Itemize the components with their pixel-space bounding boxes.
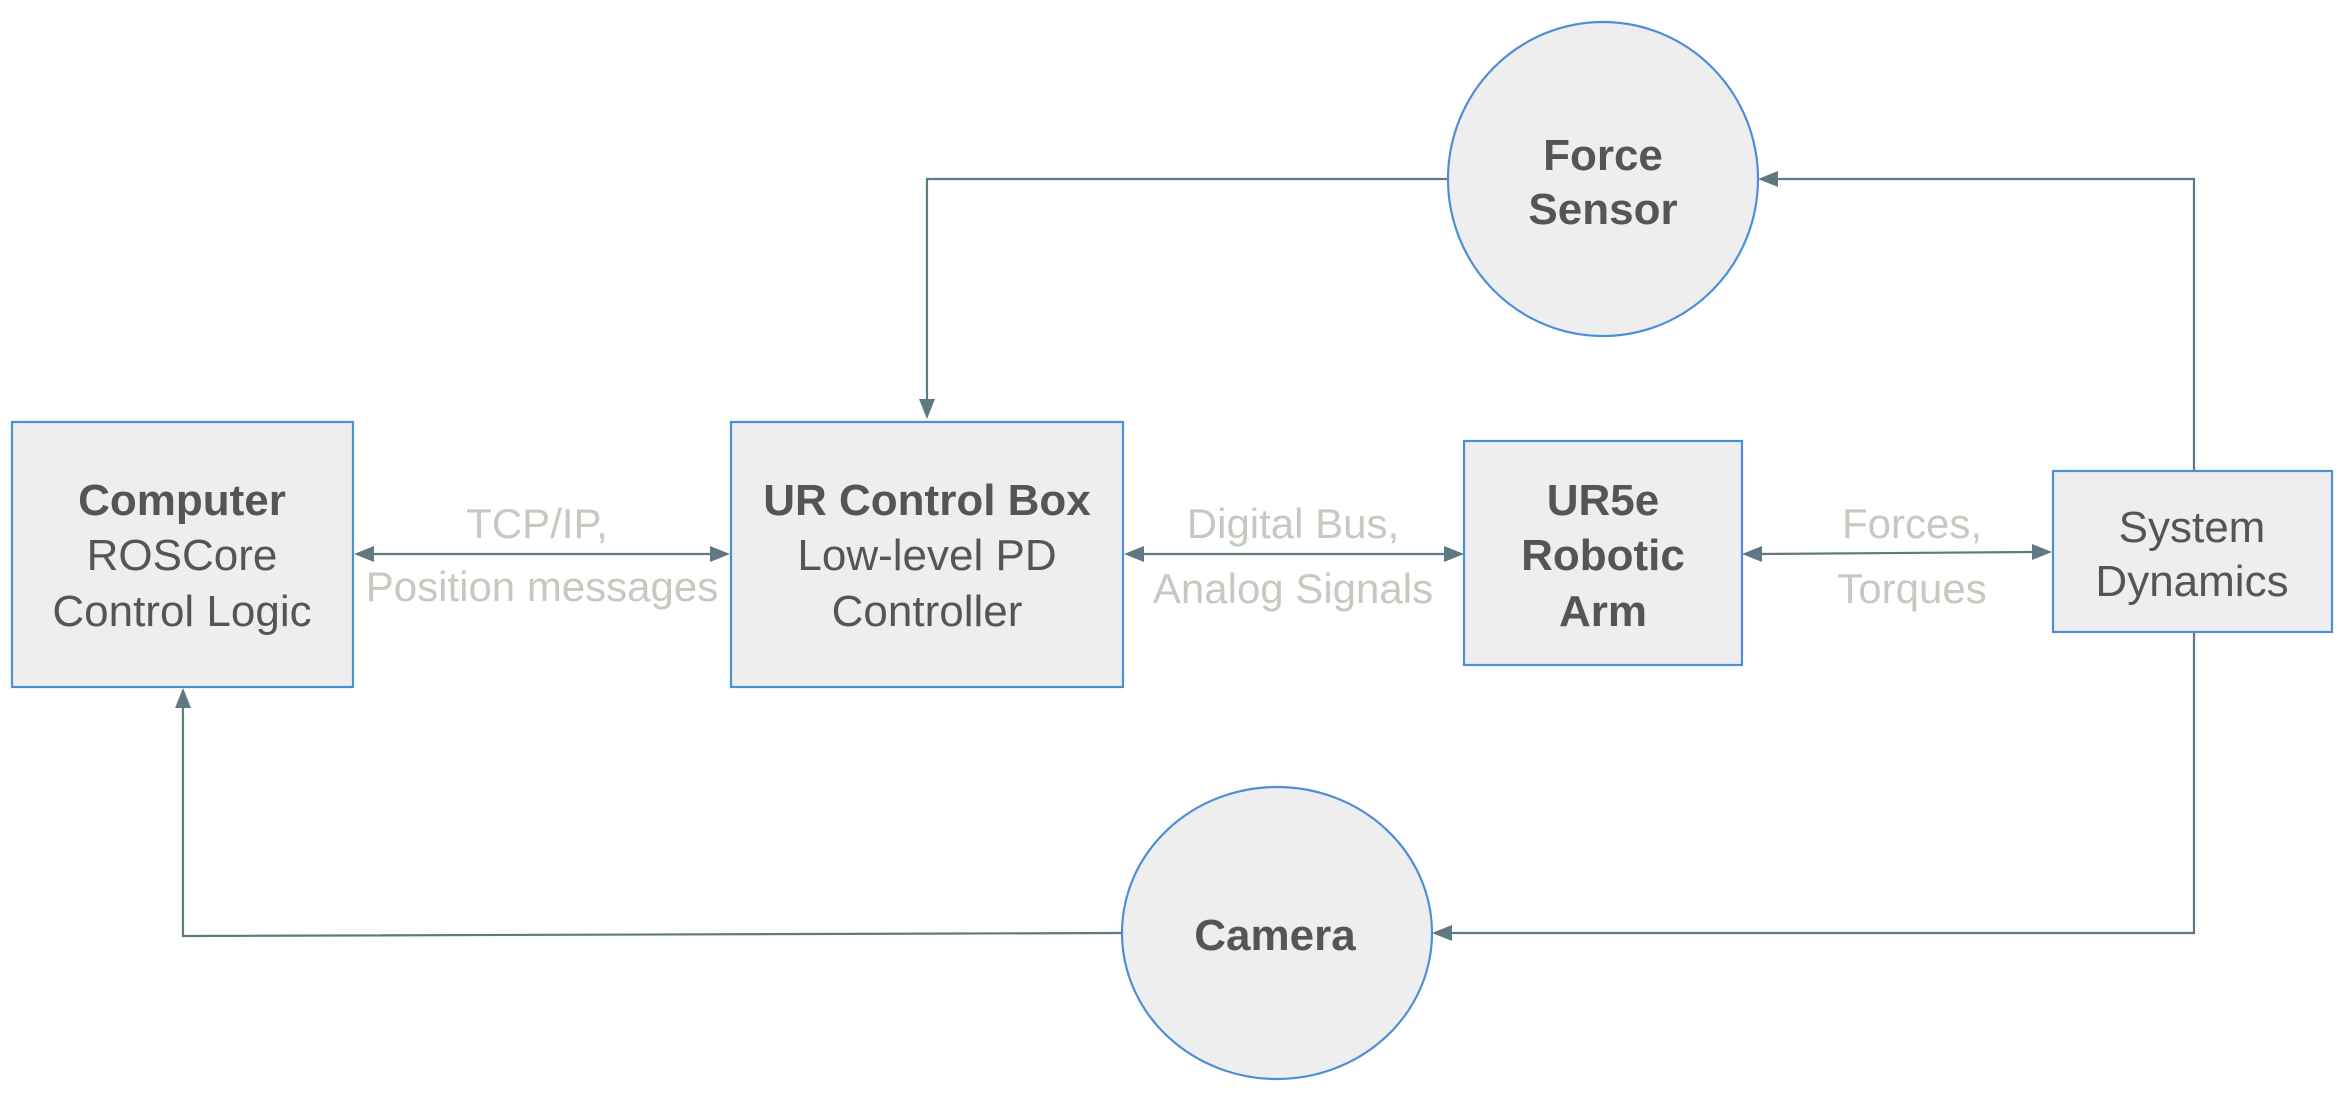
edge-force-sensor-control-box [919, 177, 1448, 419]
node-text-line: Controller [832, 587, 1023, 636]
edge-computer-control-box [354, 546, 730, 562]
edge-label-line: Position messages [366, 563, 719, 610]
node-control-box[interactable]: UR Control Box Low-level PD Controller [729, 420, 1125, 689]
node-system-dynamics[interactable]: System Dynamics [2051, 469, 2334, 634]
node-text-line: Control Logic [52, 587, 311, 636]
node-title-line: Force [1543, 131, 1663, 180]
node-computer[interactable]: Computer ROSCore Control Logic [10, 420, 355, 689]
node-text-line: ROSCore [87, 531, 278, 580]
edge-label-forces: Forces, Torques [1837, 500, 1986, 612]
node-force-sensor[interactable]: Force Sensor [1446, 20, 1760, 338]
edge-label-line: Digital Bus, [1187, 500, 1399, 547]
edge-label-line: TCP/IP, [466, 500, 608, 547]
node-title: Camera [1194, 911, 1356, 960]
node-robotic-arm[interactable]: UR5e Robotic Arm [1462, 439, 1744, 667]
node-title: Computer [78, 476, 286, 525]
edge-label-line: Torques [1837, 565, 1986, 612]
edge-label-digital-bus: Digital Bus, Analog Signals [1153, 500, 1433, 612]
edge-system-dynamics-force-sensor [1758, 171, 2196, 470]
node-title-line: Robotic [1521, 531, 1685, 580]
edge-robotic-arm-system-dynamics [1742, 544, 2052, 562]
edge-camera-computer [175, 688, 1123, 938]
node-text-line: System [2119, 503, 2266, 552]
edge-label-line: Analog Signals [1153, 565, 1433, 612]
node-title-line: Sensor [1528, 185, 1677, 234]
edge-system-dynamics-camera [1432, 633, 2196, 941]
node-camera[interactable]: Camera [1120, 785, 1434, 1081]
edge-label-tcp-ip: TCP/IP, Position messages [366, 500, 719, 610]
node-title-line: UR5e [1547, 476, 1660, 525]
node-title: UR Control Box [763, 476, 1091, 525]
node-text-line: Low-level PD [797, 531, 1056, 580]
edge-label-line: Forces, [1842, 500, 1982, 547]
node-text-line: Dynamics [2095, 557, 2288, 606]
node-title-line: Arm [1559, 587, 1647, 636]
edge-control-box-robotic-arm [1124, 546, 1464, 562]
